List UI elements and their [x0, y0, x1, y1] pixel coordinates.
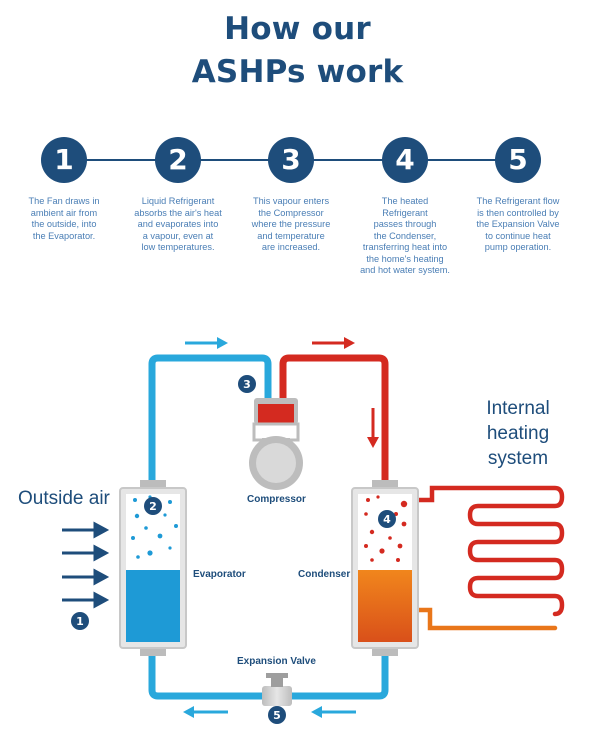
expansion-valve: [262, 673, 292, 706]
flow-arrow-top-left: [185, 337, 228, 349]
flow-arrow-down: [367, 408, 379, 448]
marker-3-label: 3: [243, 378, 251, 391]
step-5-text: The Refrigerant flow is then controlled …: [476, 196, 560, 252]
marker-3: 3: [238, 375, 256, 393]
flow-arrow-top-right: [312, 337, 355, 349]
step-5: 5 The Refrigerant flow is then controlle…: [463, 137, 573, 254]
marker-2-label: 2: [149, 500, 157, 513]
step-2-text: Liquid Refrigerant absorbs the air's hea…: [134, 196, 222, 252]
condenser-label: Condenser: [298, 569, 351, 580]
marker-1: 1: [71, 612, 89, 630]
compressor-label: Compressor: [247, 494, 306, 505]
flow-arrow-bottom-right: [311, 706, 356, 718]
marker-1-label: 1: [76, 615, 84, 628]
outside-air-label: Outside air: [18, 488, 110, 509]
step-5-number: 5: [495, 137, 541, 183]
step-1-number: 1: [41, 137, 87, 183]
outside-air-arrows: [62, 521, 110, 609]
hot-pipe: [279, 354, 389, 488]
step-1: 1 The Fan draws in ambient air from the …: [9, 137, 119, 242]
marker-4-label: 4: [383, 513, 391, 526]
step-2-number: 2: [155, 137, 201, 183]
expansion-valve-label: Expansion Valve: [237, 656, 316, 667]
title-line-2: ASHPs work: [191, 54, 404, 90]
step-4-text: The heated Refrigerant passes through th…: [360, 196, 450, 275]
marker-4: 4: [378, 510, 396, 528]
marker-5-label: 5: [273, 709, 281, 722]
page-title: How our ASHPs work: [0, 8, 595, 94]
evaporator-vapour-dots: [131, 495, 178, 559]
condenser-unit: [351, 480, 419, 656]
evaporator-label: Evaporator: [193, 569, 246, 580]
step-3: 3 This vapour enters the Compressor wher…: [236, 137, 346, 254]
title-line-1: How our: [224, 11, 371, 47]
step-4-number: 4: [382, 137, 428, 183]
marker-5: 5: [268, 706, 286, 724]
cold-pipe: [148, 354, 272, 488]
internal-heating-label: Internal heating system: [486, 398, 550, 469]
step-3-text: This vapour enters the Compressor where …: [251, 196, 331, 252]
step-1-text: The Fan draws in ambient air from the ou…: [28, 196, 100, 241]
step-2: 2 Liquid Refrigerant absorbs the air's h…: [123, 137, 233, 254]
flow-arrow-bottom-left: [183, 706, 228, 718]
step-4: 4 The heated Refrigerant passes through …: [350, 137, 460, 277]
marker-2: 2: [144, 497, 162, 515]
heating-coil: [412, 485, 565, 631]
step-3-number: 3: [268, 137, 314, 183]
compressor-unit: [249, 398, 303, 490]
